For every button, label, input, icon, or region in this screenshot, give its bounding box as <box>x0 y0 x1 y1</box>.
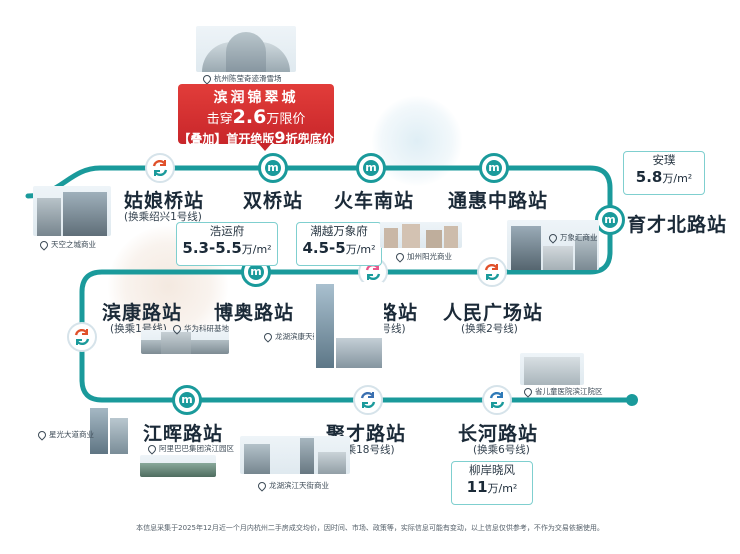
caption-wanxiang: 万象汇商业 <box>547 232 598 244</box>
station-transfer: (换乘2号线) <box>461 323 518 335</box>
photo-children <box>520 353 584 385</box>
station-renmínguangchang-icon[interactable] <box>477 257 507 287</box>
location-pin-icon <box>36 429 48 441</box>
disclaimer: 本信息采集于2025年12月近一个月内杭州二手房成交均价，因时间、市场、政策等，… <box>136 524 604 532</box>
caption-children: 省儿童医院滨江院区 <box>522 386 603 398</box>
station-name: 滨康路站 <box>102 302 183 324</box>
caption-huawei: 华为科研基地 <box>171 323 229 335</box>
price-box-chaoyue[interactable]: 潮越万象府 4.5-5万/m² <box>296 222 382 266</box>
metro-logo-icon: m <box>602 212 618 228</box>
location-pin-icon <box>38 239 50 251</box>
price-value-line: 5.8万/m² <box>635 168 693 186</box>
station-jucailu-icon[interactable] <box>353 385 383 415</box>
station-name: 江晖路站 <box>143 423 224 445</box>
station-guniangqiao-icon[interactable] <box>145 153 175 183</box>
glow-top <box>372 96 462 186</box>
price-value-line: 4.5-5万/m² <box>302 239 376 257</box>
station-name: 人民广场站 <box>443 302 544 324</box>
promo-line3: 【叠加】首开绝版9折兜底价 <box>178 128 334 147</box>
price-box-haoyunfu[interactable]: 浩运府 5.3-5.5万/m² <box>176 222 278 266</box>
photo-alibaba <box>140 455 216 477</box>
metro-logo-icon: m <box>248 264 264 280</box>
location-pin-icon <box>171 323 183 335</box>
metro-logo-icon: m <box>179 392 195 408</box>
price-name: 安璞 <box>652 153 676 167</box>
caption-tiandu: 天空之城商业 <box>38 239 96 251</box>
location-pin-icon <box>522 386 534 398</box>
caption-longhu: 龙湖滨康天街 <box>262 331 320 343</box>
location-pin-icon <box>146 443 158 455</box>
photo-tiandu <box>33 186 111 236</box>
promo-title: 滨润锦翠城 <box>213 90 299 106</box>
photo-wanxiang <box>507 220 599 270</box>
station-name: 长河路站 <box>458 423 539 445</box>
metro-logo-icon: m <box>486 160 502 176</box>
location-pin-icon <box>201 73 213 85</box>
photo-huawei <box>141 330 229 354</box>
photo-xingguang <box>86 404 132 454</box>
station-yucaibeilu-icon[interactable]: m <box>595 205 625 235</box>
promo-pointer <box>258 143 272 151</box>
station-transfer: (换乘6号线) <box>473 444 530 456</box>
station-jianghuilu-icon[interactable]: m <box>172 385 202 415</box>
caption-xingguang: 星光大道商业 <box>36 429 94 441</box>
price-name: 浩运府 <box>209 224 245 238</box>
promo-line2: 击穿2.6万限价 <box>206 106 306 128</box>
station-huochenan-icon[interactable]: m <box>356 153 386 183</box>
price-value-line: 11万/m² <box>466 478 518 496</box>
price-value-line: 5.3-5.5万/m² <box>182 239 272 257</box>
photo-jiangtian <box>240 436 350 474</box>
photo-jiazhou <box>380 222 462 248</box>
station-name: 通惠中路站 <box>448 190 549 212</box>
location-pin-icon <box>547 232 559 244</box>
photo-longhu <box>314 282 384 368</box>
price-name: 潮越万象府 <box>310 224 368 238</box>
station-name: 双桥站 <box>243 190 304 212</box>
station-shuangqiao-icon[interactable]: m <box>258 153 288 183</box>
landmark-caption-top: 杭州陈莹奇迹滑雪场 <box>201 73 282 85</box>
location-pin-icon <box>262 331 274 343</box>
caption-jiazhou: 加州阳光商业 <box>394 251 452 263</box>
metro-logo-icon: m <box>265 160 281 176</box>
station-name: 姑娘桥站 <box>124 190 205 212</box>
price-name: 柳岸晓风 <box>469 463 515 477</box>
location-pin-icon <box>256 480 268 492</box>
station-name: 育才北路站 <box>627 214 728 236</box>
station-name: 博奥路站 <box>214 302 295 324</box>
landmark-photo-top <box>196 26 296 72</box>
promo-banner[interactable]: 滨润锦翠城 击穿2.6万限价 【叠加】首开绝版9折兜底价 <box>178 84 334 147</box>
price-box-anpu[interactable]: 安璞 5.8万/m² <box>623 151 705 195</box>
price-box-liuan[interactable]: 柳岸晓风 11万/m² <box>451 461 533 505</box>
location-pin-icon <box>394 251 406 263</box>
station-changhelu-icon[interactable] <box>482 385 512 415</box>
caption-alibaba: 阿里巴巴集团滨江园区 <box>146 443 234 455</box>
caption-jiangtian: 龙湖滨江天街商业 <box>256 480 329 492</box>
station-transfer: (换乘绍兴1号线) <box>124 211 202 223</box>
station-name: 火车南站 <box>334 190 415 212</box>
line-end-dot <box>626 394 638 406</box>
station-binkanglu-icon[interactable] <box>67 322 97 352</box>
station-tonghuizhonglu-icon[interactable]: m <box>479 153 509 183</box>
metro-logo-icon: m <box>363 160 379 176</box>
